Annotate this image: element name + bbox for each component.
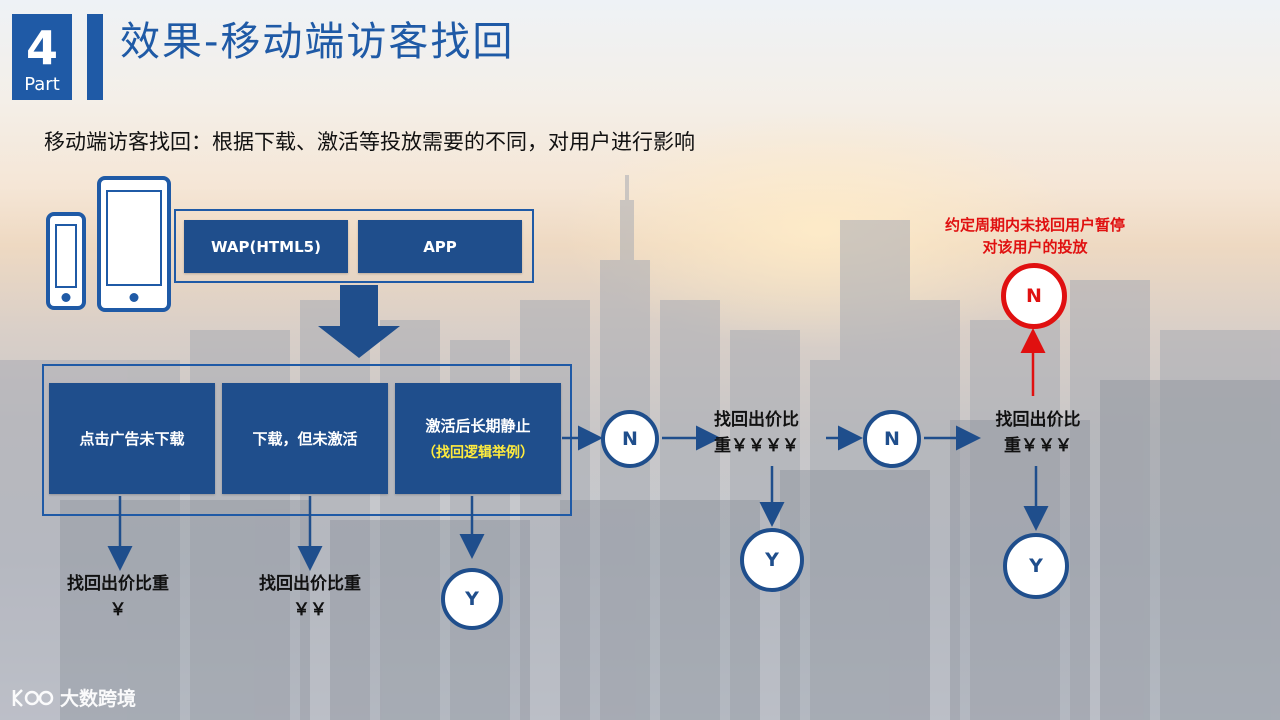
- result-4-value: 重￥￥￥: [1004, 436, 1072, 456]
- big-down-arrow: [318, 285, 400, 358]
- result-1-label: 找回出价比重: [67, 574, 169, 594]
- node-y2: Y: [740, 528, 804, 592]
- result-bid-weight-4: 找回出价比 重￥￥￥: [982, 407, 1094, 459]
- brand-logo: 大数跨境: [10, 684, 136, 711]
- node-y3: Y: [1003, 533, 1069, 599]
- node-n2: N: [863, 410, 921, 468]
- stage-dormant-label: 激活后长期静止: [425, 417, 531, 435]
- stage-not-activated: 下载，但未激活: [222, 383, 388, 494]
- result-1-value: ￥: [109, 600, 127, 620]
- result-bid-weight-2: 找回出价比重 ￥￥: [244, 571, 376, 623]
- small-phone-icon: [46, 212, 86, 310]
- page-title: 效果-移动端访客找回: [120, 19, 515, 65]
- stage-not-downloaded: 点击广告未下载: [49, 383, 215, 494]
- title-accent-bar: [87, 14, 103, 100]
- brand-mark-icon: [12, 688, 54, 707]
- result-4-label: 找回出价比: [995, 410, 1081, 430]
- stage-group-outline: [42, 364, 572, 516]
- part-label: Part: [24, 74, 60, 95]
- part-number: 4: [25, 21, 58, 75]
- result-bid-weight-3: 找回出价比 重￥￥￥￥: [714, 407, 826, 459]
- stage-dormant-example: （找回逻辑举例）: [422, 445, 534, 461]
- result-2-value: ￥￥: [293, 600, 327, 620]
- result-2-label: 找回出价比重: [259, 574, 361, 594]
- result-bid-weight-1: 找回出价比重 ￥: [52, 571, 184, 623]
- channel-wap: WAP(HTML5): [184, 220, 348, 273]
- stage-dormant: 激活后长期静止 （找回逻辑举例）: [395, 383, 561, 494]
- pause-note: 约定周期内未找回用户暂停对该用户的投放: [944, 216, 1125, 256]
- result-3-value: 重￥￥￥￥: [714, 436, 799, 456]
- part-badge: 4 Part: [12, 14, 72, 100]
- node-y1: Y: [441, 568, 503, 630]
- page-subtitle: 移动端访客找回：根据下载、激活等投放需要的不同，对用户进行影响: [44, 130, 695, 154]
- node-n1: N: [601, 410, 659, 468]
- result-3-label: 找回出价比: [714, 410, 799, 430]
- channel-app: APP: [358, 220, 522, 273]
- node-n3-stop: N: [1001, 263, 1067, 329]
- tablet-icon: [97, 176, 171, 312]
- channel-group-outline: [174, 209, 534, 283]
- brand-name: 大数跨境: [60, 688, 137, 710]
